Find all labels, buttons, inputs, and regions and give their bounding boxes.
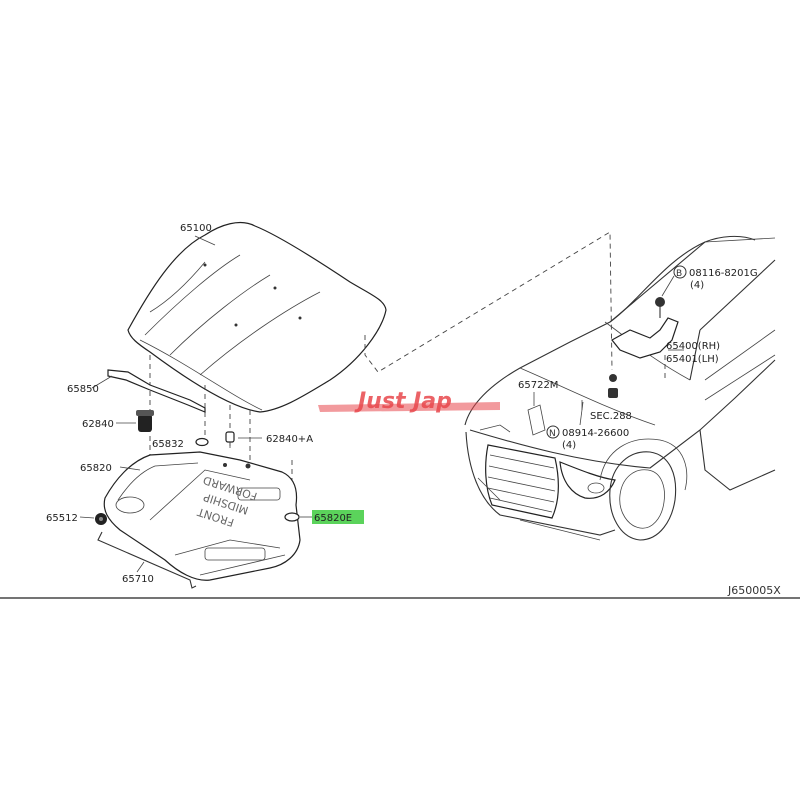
label-hinge-rh: 65400(RH) xyxy=(666,341,720,352)
label-nut: 08914-26600 xyxy=(562,428,629,439)
car-front-view xyxy=(464,235,776,541)
label-65512: 65512 xyxy=(46,513,78,524)
seal-strip xyxy=(107,369,206,413)
just-jap-logo: Just Jap xyxy=(318,389,500,414)
bolt-prefix-symbol: B xyxy=(676,269,682,279)
bolt-callout: B 08116-8201G (4) xyxy=(661,265,758,297)
hood-panel xyxy=(127,222,387,413)
leader-65850 xyxy=(91,375,113,389)
hood-rod xyxy=(97,531,197,589)
diagram-code: J650005X xyxy=(727,584,781,597)
logo-text: Just Jap xyxy=(354,389,452,414)
highlight-65820e xyxy=(312,510,364,524)
grommet xyxy=(95,513,107,525)
label-bolt: 08116-8201G xyxy=(689,268,758,279)
leader-65100 xyxy=(194,235,216,246)
leader-65710 xyxy=(136,561,145,573)
clip-65832 xyxy=(195,437,209,447)
clip-65820e xyxy=(284,512,300,522)
leader-65512 xyxy=(79,516,95,519)
label-65820e: 65820E xyxy=(314,513,352,524)
leader-65820 xyxy=(119,466,141,471)
label-65710: 65710 xyxy=(122,574,154,585)
rubber-bumper xyxy=(136,410,154,432)
label-bolt-qty: (4) xyxy=(690,280,704,291)
label-62840: 62840 xyxy=(82,419,114,430)
nut-callout: N 08914-26600 (4) xyxy=(546,401,629,451)
hood-insulator xyxy=(103,451,301,581)
label-65832: 65832 xyxy=(152,439,184,450)
label-nut-qty: (4) xyxy=(562,440,576,451)
label-65850: 65850 xyxy=(67,384,99,395)
clip-62840a xyxy=(225,431,235,448)
label-65722m: 65722M xyxy=(518,380,558,391)
label-hinge-lh: 65401(LH) xyxy=(666,354,719,365)
nut-prefix-symbol: N xyxy=(549,429,556,439)
label-sec288: SEC.288 xyxy=(590,411,632,422)
label-65100: 65100 xyxy=(180,223,212,234)
label-62840a: 62840+A xyxy=(266,434,313,445)
label-65820: 65820 xyxy=(80,463,112,474)
hood-hinge xyxy=(608,297,679,398)
